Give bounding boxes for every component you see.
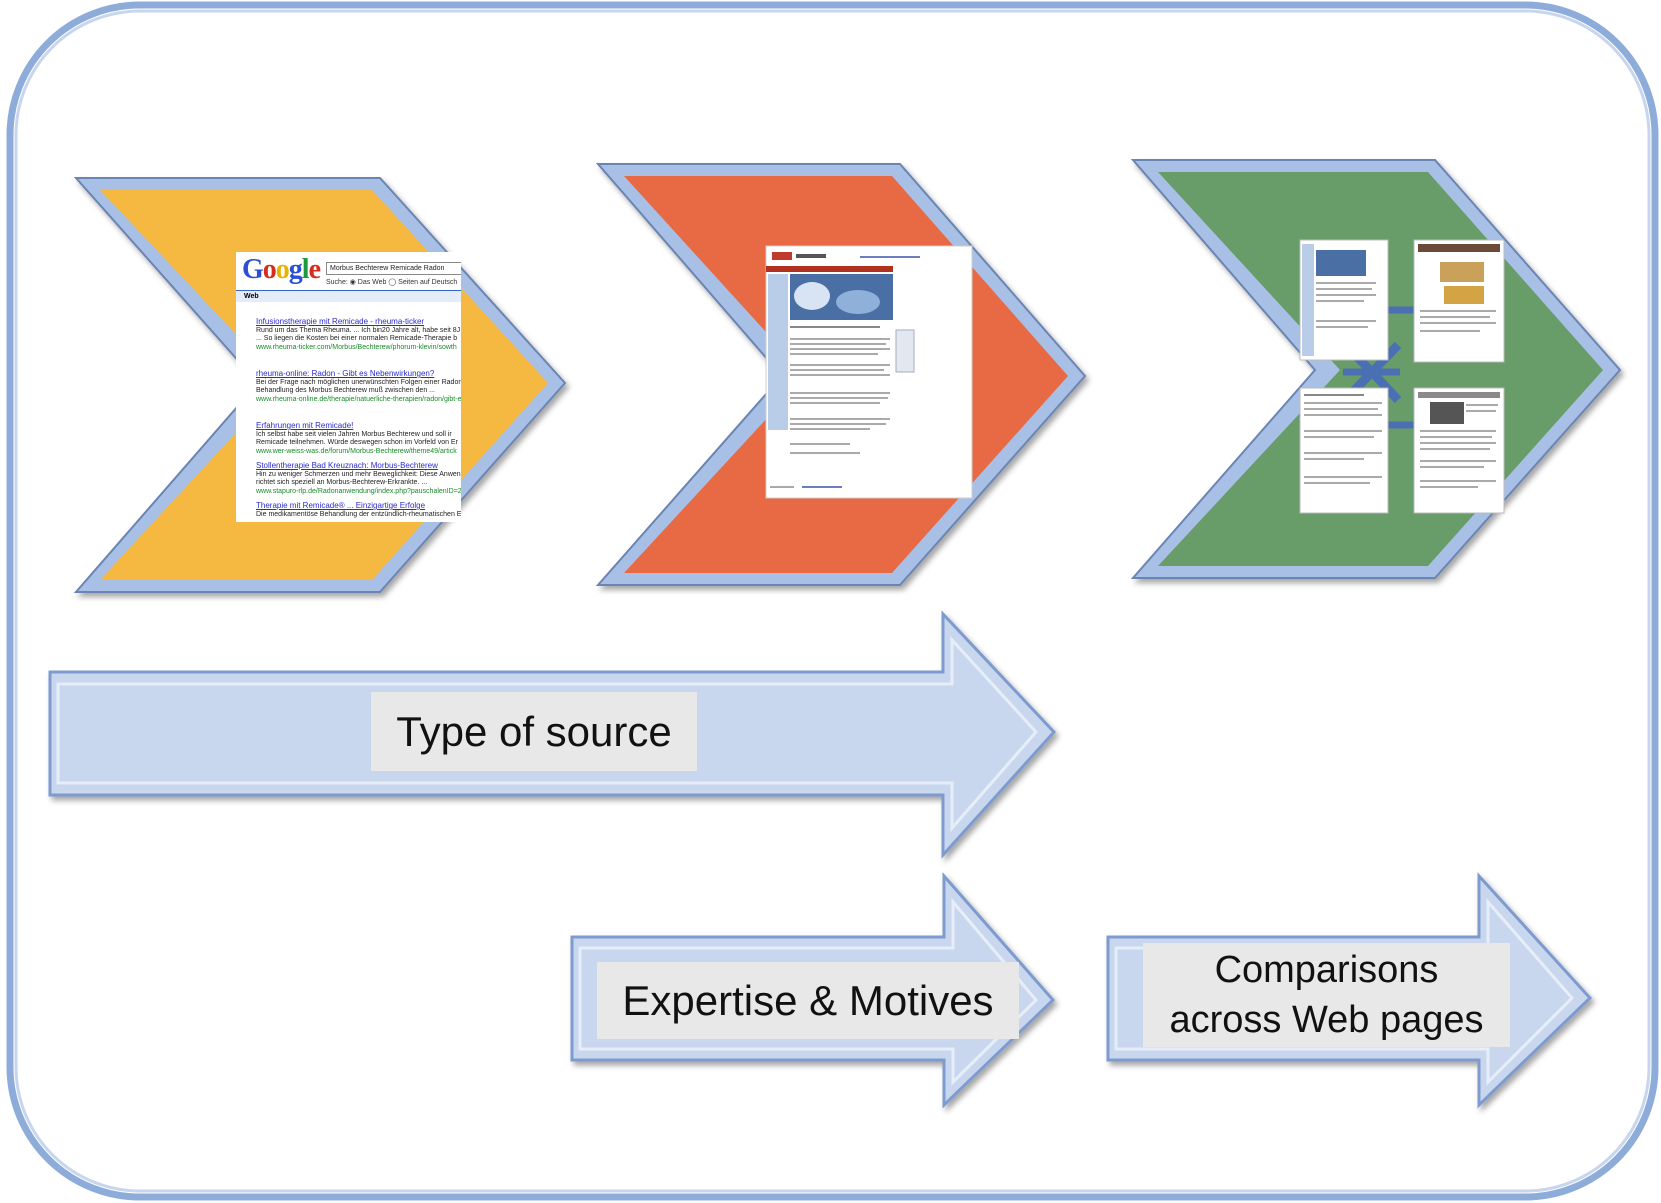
search-result: Erfahrungen mit Remicade! Ich selbst hab…: [256, 422, 461, 456]
result-title: Erfahrungen mit Remicade!: [256, 422, 354, 430]
result-title: Infusionstherapie mit Remicade - rheuma-…: [256, 318, 425, 326]
result-snippet: richtet sich speziell an Morbus-Bechtere…: [256, 479, 428, 486]
comparison-thumbnails: [1299, 239, 1505, 514]
search-result: Therapie mit Remicade® ... Einzigartige …: [256, 502, 461, 519]
label-comparisons-line1: Comparisons: [1214, 949, 1439, 991]
search-results-thumbnail: Google Morbus Bechterew Remicade Radon S…: [236, 252, 461, 522]
search-result: Stollentherapie Bad Kreuznach: Morbus-Be…: [256, 462, 461, 496]
google-logo: Google: [242, 254, 321, 285]
result-snippet: Bei der Frage nach möglichen unerwünscht…: [256, 378, 461, 386]
result-snippet: Ich selbst habe seit vielen Jahren Morbu…: [256, 430, 452, 438]
search-scope: Suche: ◉ Das Web ◯ Seiten auf Deutsch: [326, 279, 458, 286]
label-comparisons: Comparisons across Web pages: [1143, 943, 1510, 1047]
result-url: www.stapuro-rlp.de/Radonanwendung/index.…: [256, 487, 461, 495]
result-title: Stollentherapie Bad Kreuznach: Morbus-Be…: [256, 462, 438, 470]
result-url: www.rheuma-ticker.com/Morbus/Bechterew/p…: [256, 343, 457, 351]
search-result: rheuma-online: Radon - Gibt es Nebenwirk…: [256, 370, 461, 404]
web-tab: Web: [236, 290, 461, 302]
label-comparisons-line2: across Web pages: [1169, 999, 1484, 1041]
result-url: www.wer-weiss-was.de/forum/Morbus-Bechte…: [256, 447, 457, 455]
search-query: Morbus Bechterew Remicade Radon: [326, 262, 461, 275]
result-snippet: Remicade teilnehmen. Würde deswegen scho…: [256, 439, 458, 446]
search-result: Infusionstherapie mit Remicade - rheuma-…: [256, 318, 461, 352]
label-expertise-motives: Expertise & Motives: [597, 962, 1019, 1039]
result-snippet: Rund um das Thema Rheuma. ... Ich bin20 …: [256, 326, 461, 334]
result-snippet: Die medikamentöse Behandlung der entzünd…: [256, 510, 461, 518]
result-snippet: Hin zu weniger Schmerzen und mehr Bewegl…: [256, 470, 461, 478]
result-title: Therapie mit Remicade® ... Einzigartige …: [256, 502, 426, 510]
result-title: rheuma-online: Radon - Gibt es Nebenwirk…: [256, 370, 435, 378]
result-snippet: ... So liegen die Kosten bei einer norma…: [256, 335, 458, 342]
webpage-thumbnail: [765, 245, 973, 499]
result-snippet: Behandlung des Morbus Bechterew muß zwis…: [256, 387, 435, 394]
label-type-of-source: Type of source: [371, 692, 697, 771]
result-url: www.rheuma-online.de/therapie/natuerlich…: [256, 395, 461, 403]
